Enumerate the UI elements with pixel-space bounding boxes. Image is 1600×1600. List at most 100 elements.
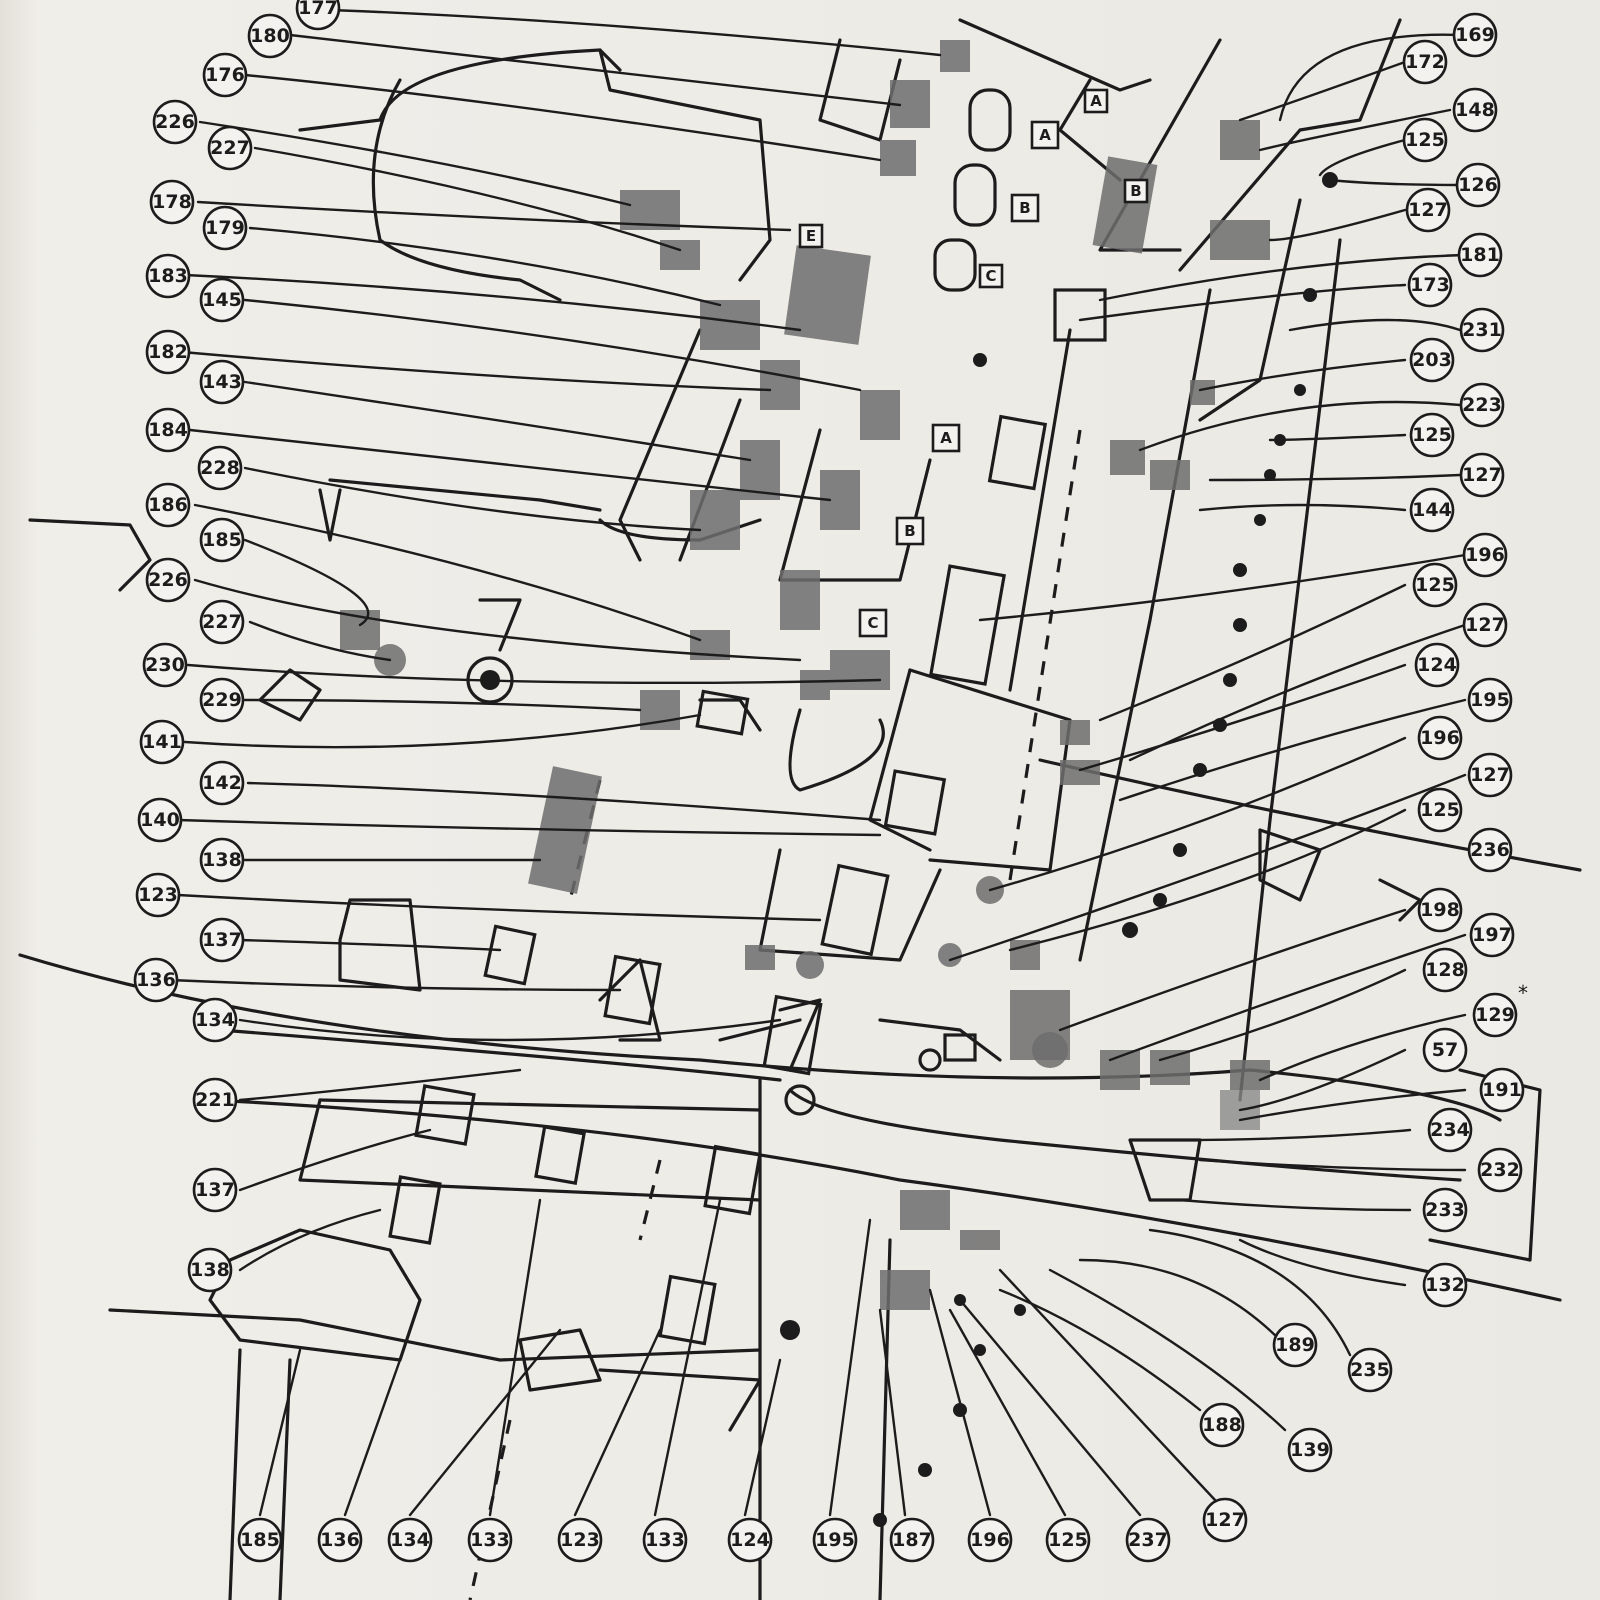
callout-number: 176 [205,64,245,86]
callout-circle [1422,1027,1468,1073]
callout-circle [192,997,238,1043]
callout-circle [1459,307,1505,353]
callout-circle [199,599,245,645]
callout-circle [1467,827,1513,873]
callout-number: 123 [560,1529,600,1551]
callout-circle [197,445,243,491]
callout-number: 226 [155,111,195,133]
callout-number: 198 [1420,899,1460,921]
callout-circle [387,1517,433,1563]
callout-136: 136 [317,1517,363,1563]
callout-number: 230 [145,654,185,676]
callout-circle [557,1517,603,1563]
callout-circle [889,1517,935,1563]
callout-139: 139 [1287,1427,1333,1473]
callout-number: 182 [148,341,188,363]
component-tag: B [1123,178,1149,204]
component-tag: B [1010,193,1040,223]
callout-circle [1427,1107,1473,1153]
callout-circle [202,52,248,98]
svg-text:A: A [1090,92,1102,110]
callout-133: 133 [642,1517,688,1563]
callout-number: 195 [1470,689,1510,711]
callout-228: 228 [197,445,243,491]
callout-127: 127 [1462,602,1508,648]
component-tags: A B A B C A B C E [798,88,1149,638]
callout-number: 233 [1425,1199,1465,1221]
callout-124: 124 [727,1517,773,1563]
callout-123: 123 [557,1517,603,1563]
callout-number: 229 [202,689,242,711]
svg-text:A: A [940,429,952,447]
callout-133: 133 [467,1517,513,1563]
callout-223: 223 [1459,382,1505,428]
callout-number: 125 [1048,1529,1088,1551]
callout-circle [145,557,191,603]
right-leaders [948,33,1467,1287]
callout-140: 140 [137,797,183,843]
callout-circle [199,277,245,323]
callout-number: 221 [195,1089,235,1111]
callout-circle [727,1517,773,1563]
callout-148: 148 [1452,87,1498,133]
callout-176: 176 [202,52,248,98]
callout-number: 195 [815,1529,855,1551]
svg-text:B: B [1019,199,1030,217]
callout-number: 187 [892,1529,932,1551]
callout-237: 237 [1125,1517,1171,1563]
component-tag: E [798,223,824,249]
callout-circle [1477,1147,1523,1193]
callout-circle [1422,947,1468,993]
callout-number: 178 [152,191,192,213]
callout-circle [1407,262,1453,308]
left-leaders [168,8,942,1272]
callout-circle [1417,887,1463,933]
callout-circle [1409,412,1455,458]
callout-number: 137 [195,1179,235,1201]
svg-text:A: A [1039,126,1051,144]
callout-227: 227 [199,599,245,645]
callout-169: 169 [1452,12,1498,58]
callout-circle [1405,187,1451,233]
callout-195: 195 [812,1517,858,1563]
callout-circle [149,179,195,225]
callout-198: 198 [1417,887,1463,933]
callout-circle [137,797,183,843]
callout-number: 125 [1420,799,1460,821]
svg-text:C: C [867,614,878,632]
callout-203: 203 [1409,337,1455,383]
callout-number: 188 [1202,1414,1242,1436]
callout-number: 196 [1465,544,1505,566]
callout-191: 191 [1479,1067,1525,1113]
callout-circle [1479,1067,1525,1113]
callout-197: 197 [1469,912,1515,958]
callout-circle [237,1517,283,1563]
callout-circle [199,359,245,405]
callout-184: 184 [145,407,191,453]
callout-number: 127 [1408,199,1448,221]
callout-233: 233 [1422,1187,1468,1233]
callout-circle [1417,787,1463,833]
callout-number: 125 [1415,574,1455,596]
callout-number: 234 [1430,1119,1470,1141]
callout-circle [152,99,198,145]
callout-circle [192,1077,238,1123]
callout-circle [199,917,245,963]
callout-circle [199,760,245,806]
callout-circle [1417,715,1463,761]
callout-circle [1462,602,1508,648]
note-asterisk: * [1518,981,1528,1005]
callout-125: 125 [1402,117,1448,163]
callout-circle [1202,1497,1248,1543]
component-tag: A [931,423,961,453]
component-tag: C [858,608,888,638]
callout-230: 230 [142,642,188,688]
callout-124: 124 [1414,642,1460,688]
callout-number: 179 [205,217,245,239]
callout-number: 144 [1412,499,1452,521]
callout-183: 183 [145,253,191,299]
svg-text:B: B [904,522,915,540]
callout-circle [133,957,179,1003]
callout-circle [1414,642,1460,688]
